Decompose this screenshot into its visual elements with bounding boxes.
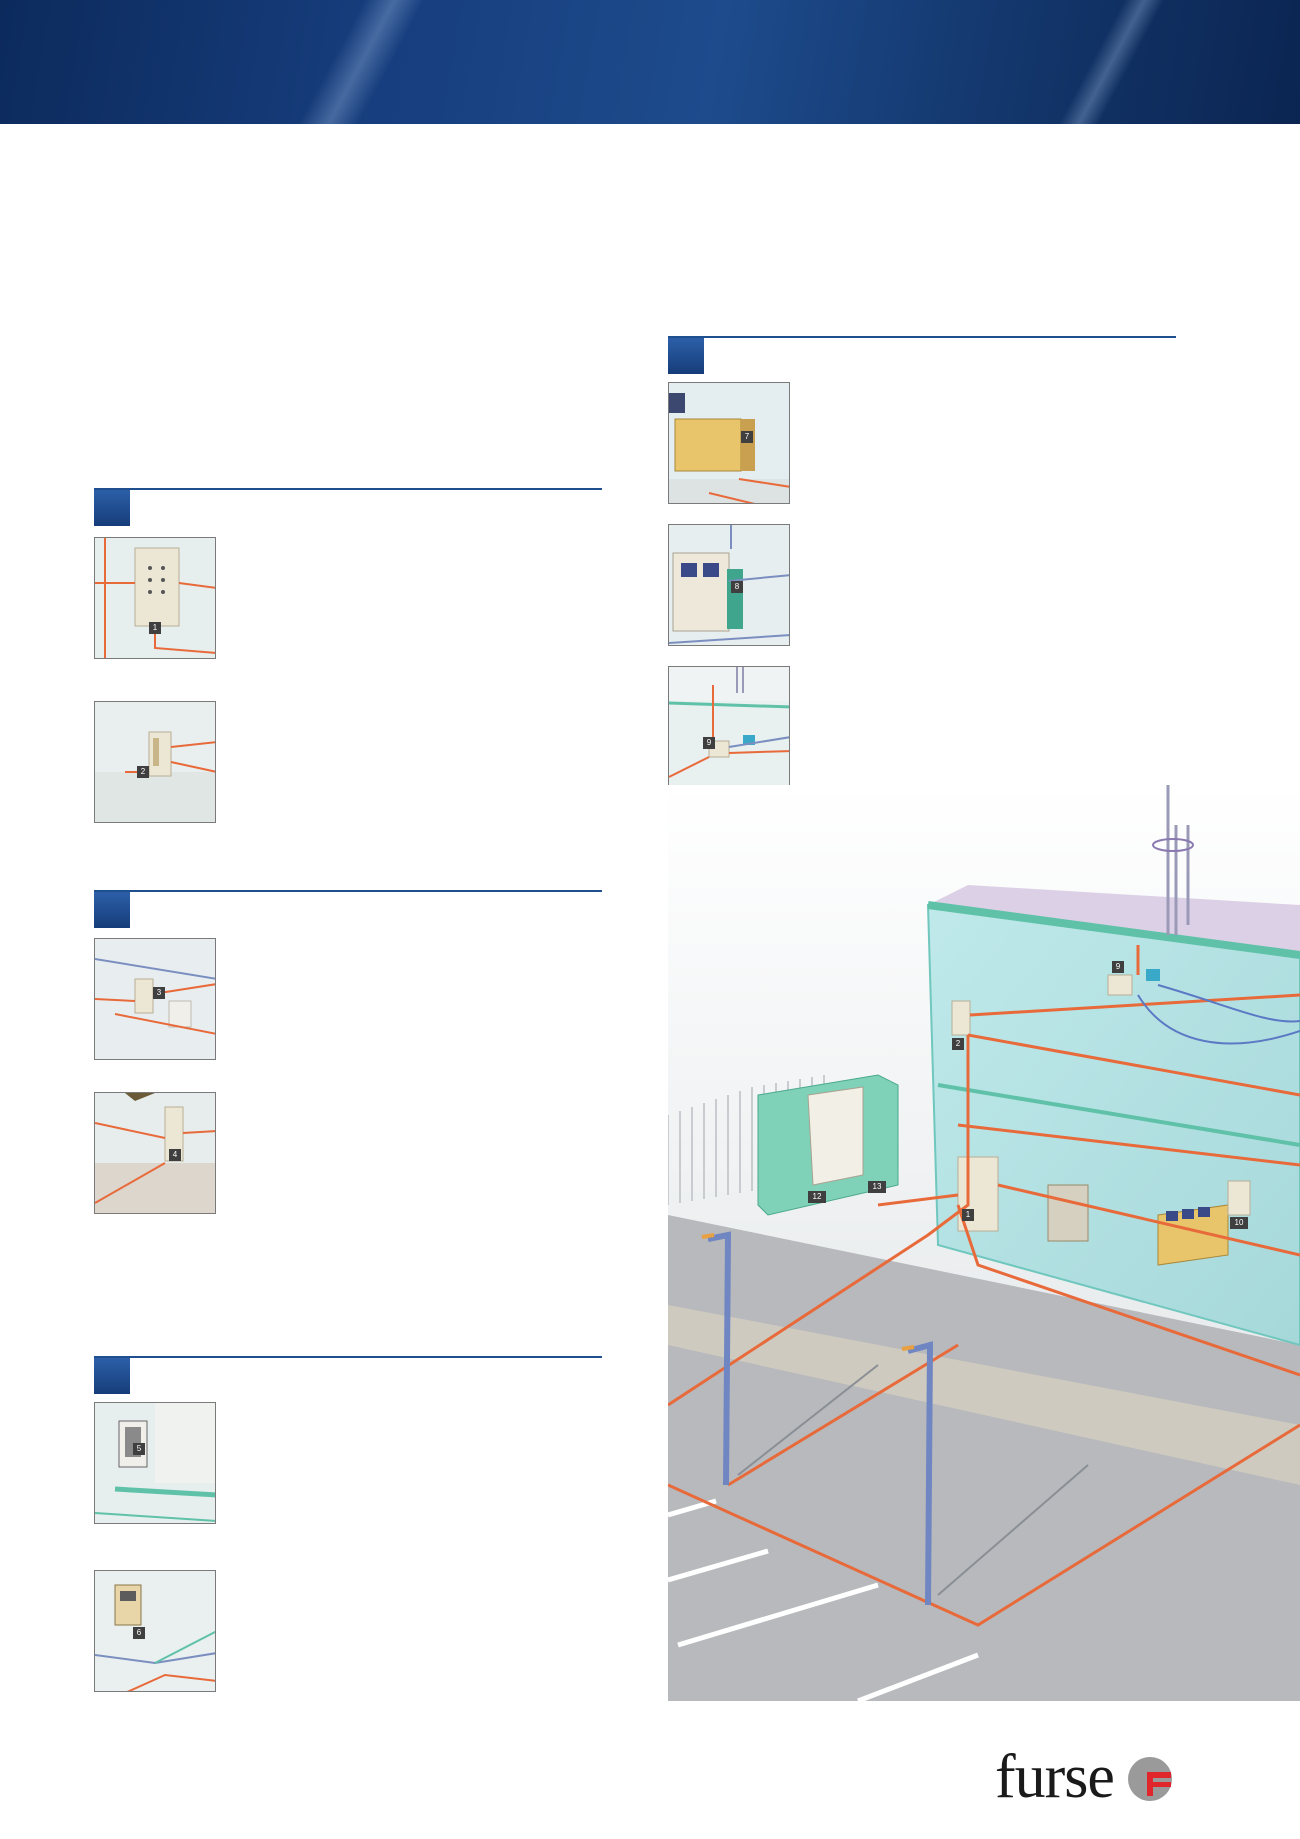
thumb-badge: 3 [153,987,165,999]
thumb-distribution-board: 2 [94,701,216,823]
section-rule [94,1356,602,1358]
thumb-badge: 5 [133,1443,145,1455]
socket-unit-icon [95,939,215,1059]
illustration-label: 12 [808,1191,826,1203]
logo-wordmark: furse [995,1743,1115,1811]
furse-mark-icon [1128,1757,1172,1801]
workstation-icon [669,525,789,645]
illustration-label: 2 [952,1038,964,1050]
thumb-badge: 9 [703,737,715,749]
thumb-badge: 1 [149,622,161,634]
section-marker [668,338,704,374]
thumb-workstation: 8 [668,524,790,646]
thumb-control-panel: 1 [94,537,216,659]
control-panel-icon [95,538,215,658]
illustration-label: 10 [1230,1217,1248,1229]
banner-light-streak [1044,0,1176,124]
thumb-wall-unit: 4 [94,1092,216,1214]
thumb-badge: 2 [137,766,149,778]
furse-logo: furse [995,1742,1185,1812]
thumb-badge: 8 [731,581,743,593]
section-marker [94,1358,130,1394]
thumb-door-panel: 5 [94,1402,216,1524]
distribution-board-icon [95,702,215,822]
section-rule [94,890,602,892]
building-cutaway-icon [668,785,1300,1701]
thumb-badge: 4 [169,1149,181,1161]
thumb-cabinet: 7 [668,382,790,504]
illustration-label: 13 [868,1181,886,1193]
banner-light-streak [284,0,436,124]
thumb-badge: 7 [741,431,753,443]
thumb-badge: 6 [133,1627,145,1639]
thumb-socket-unit: 3 [94,938,216,1060]
building-illustration: 1 2 9 10 12 13 [668,785,1300,1701]
header-banner [0,0,1300,124]
thumb-intercom: 6 [94,1570,216,1692]
section-rule [668,336,1176,338]
section-rule [94,488,602,490]
antenna-equipment-icon [669,667,789,787]
wall-unit-icon [95,1093,215,1213]
section-marker [94,892,130,928]
intercom-icon [95,1571,215,1691]
cabinet-icon [669,383,789,503]
illustration-label: 1 [962,1209,974,1221]
thumb-antenna-equipment: 9 [668,666,790,788]
door-panel-icon [95,1403,215,1523]
illustration-label: 9 [1112,961,1124,973]
section-marker [94,490,130,526]
